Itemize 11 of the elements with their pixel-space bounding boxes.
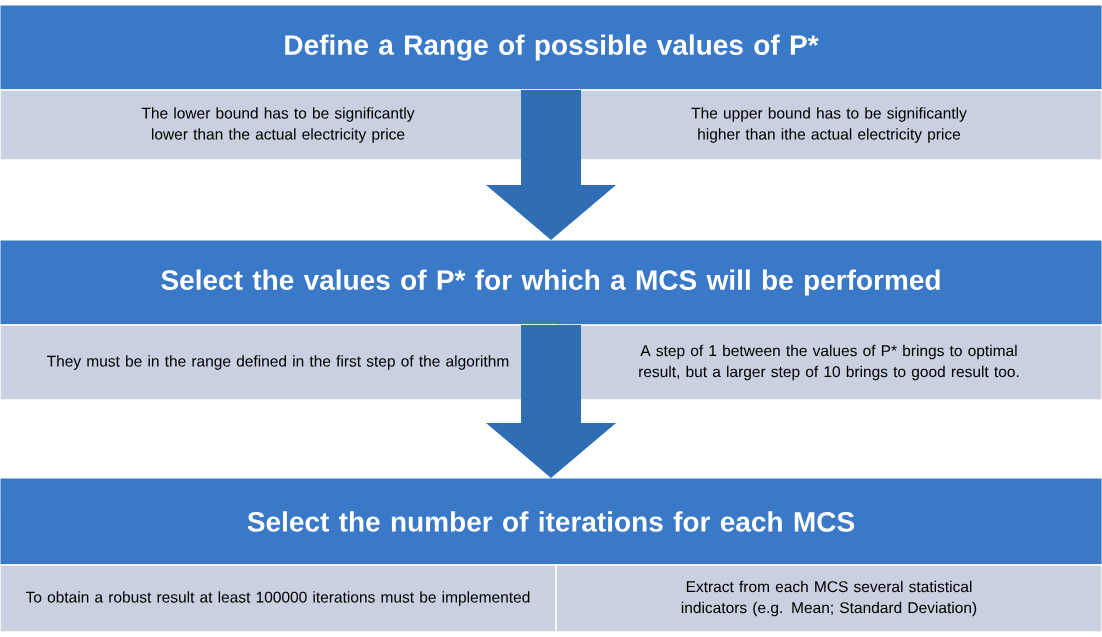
block-arrow [486, 325, 616, 478]
text-cell: To obtain a robust result at least 100000 iterations must be implemented [0, 564, 557, 633]
text-cell: A step of 1 between the values of P* brings to optimal result, but a larger step of 10 brings to good result too. [555, 324, 1102, 401]
header-band: Select the number of iterations for each MCS [0, 477, 1102, 566]
text-cell: The upper bound has to be significantly higher than ithe actual electricity price [555, 89, 1102, 161]
header-band: Define a Range of possible values of P* [0, 4, 1102, 91]
text-cell: Extract from each MCS several statistical indicators (e.g. Mean; Standard Deviation) [555, 564, 1102, 633]
text-cell: They must be in the range defined in the first step of the algorithm [0, 324, 557, 401]
text-cell: The lower bound has to be significantly lower than the actual electricity price [0, 89, 557, 161]
block-arrow [486, 90, 616, 240]
header-band: Select the values of P* for which a MCS will be performed [0, 239, 1102, 326]
